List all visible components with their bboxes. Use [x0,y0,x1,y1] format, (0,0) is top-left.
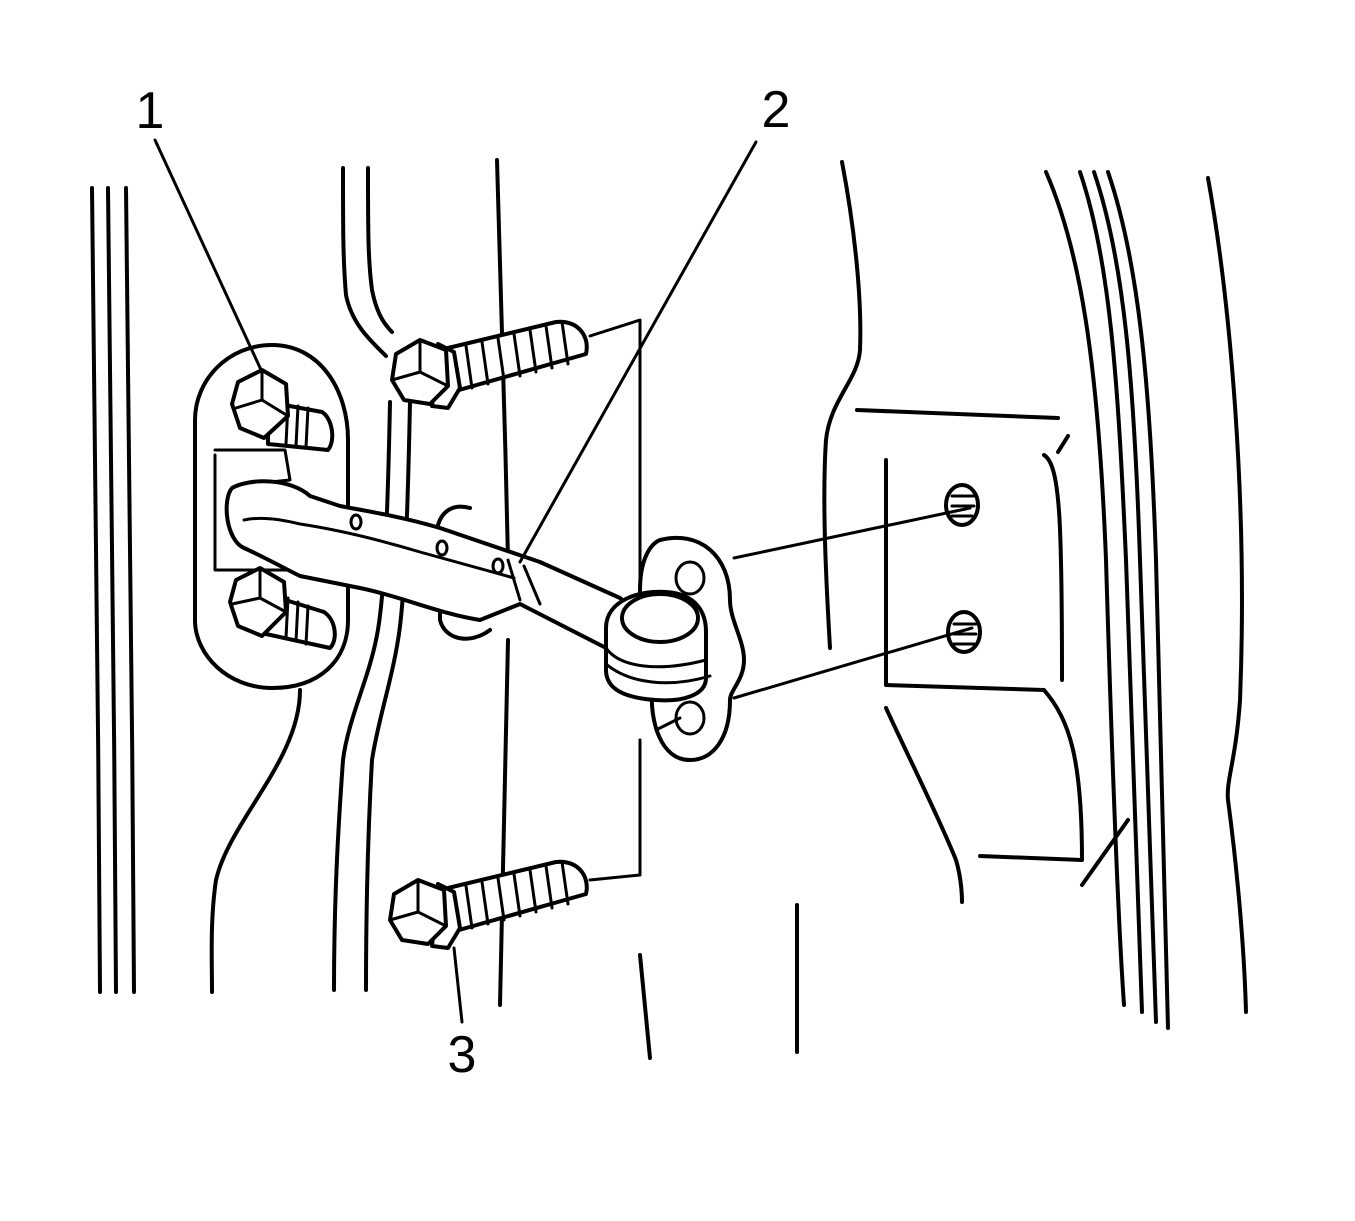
callout-leaders [153,138,758,1024]
door-nut-lower [228,566,337,650]
link-hole [349,513,363,531]
callout-1: 1 [136,82,165,140]
weld-nut-lower [946,610,982,654]
leader-3 [452,946,464,1024]
body-side-bracket [604,535,746,762]
alignment-lines [588,318,974,882]
body-bolt-lower [388,859,589,950]
body-weld-nuts [944,483,982,654]
door-nut-upper [230,368,335,452]
bracket-hole-lower [674,700,706,736]
door-frame-lines [90,158,1248,1060]
link-hole [435,539,449,557]
body-bolt-upper [390,319,589,410]
door-check-link [224,479,638,652]
pivot-cap [620,592,700,644]
leader-2 [518,140,758,564]
link-hole [491,557,505,575]
leader-1 [153,138,264,374]
callout-2: 2 [762,81,791,139]
bracket-hole-upper [674,560,706,596]
callout-3: 3 [448,1026,477,1084]
